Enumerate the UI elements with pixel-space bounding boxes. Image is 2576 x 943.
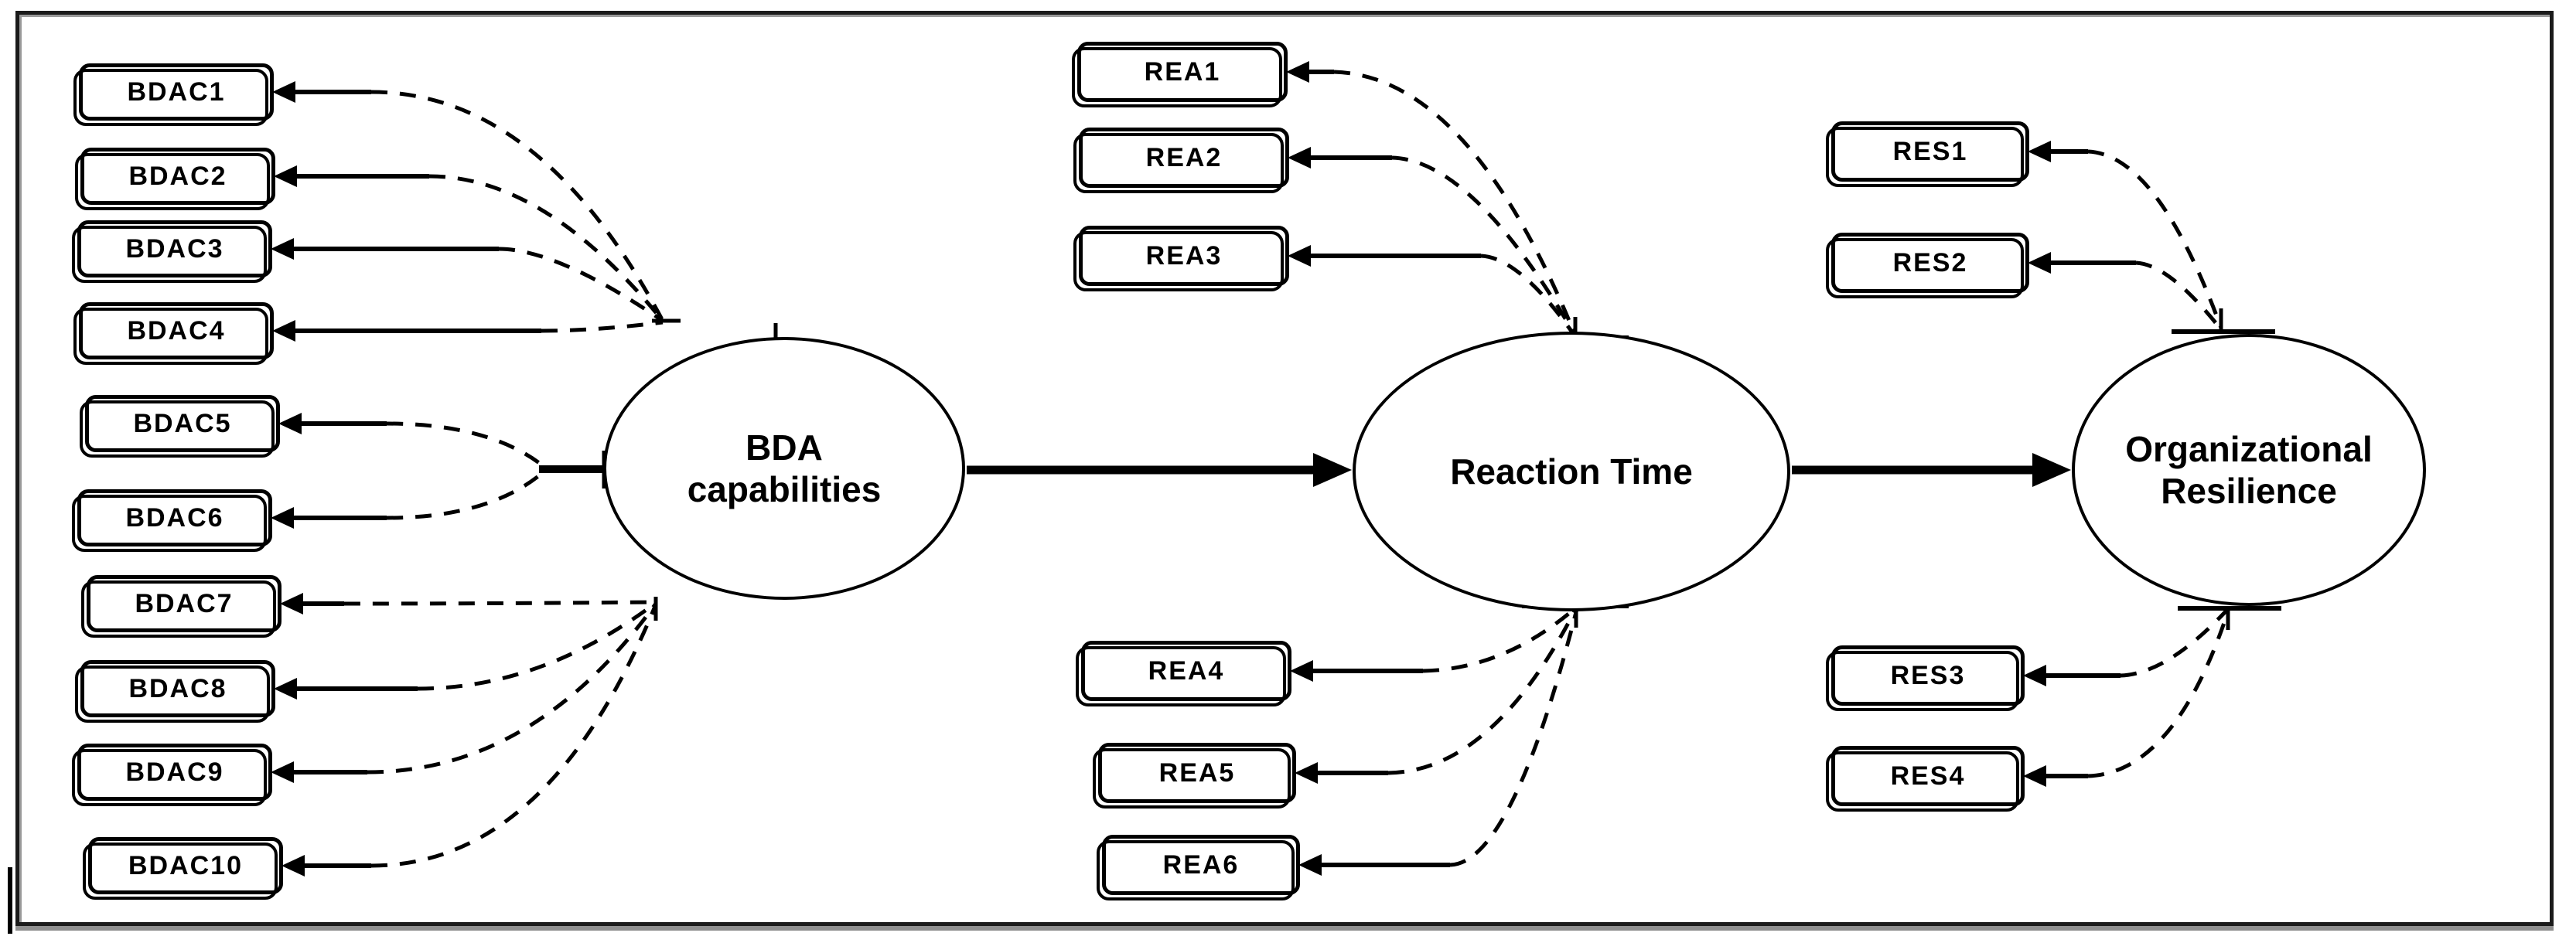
indicator-box-bdac1: BDAC1 [73, 63, 274, 126]
latent-ellipse-reaction-time: Reaction Time [1353, 332, 1790, 611]
indicator-box-res2: RES2 [1826, 233, 2029, 298]
indicator-box-rea3: REA3 [1073, 226, 1289, 291]
latent-ellipse-bda-capabilities: BDA capabilities [603, 337, 965, 600]
diagram-frame-border [15, 11, 2554, 926]
indicator-box-bdac3: BDAC3 [72, 220, 272, 283]
latent-label-line: BDA [746, 427, 823, 468]
stray-cursor-mark [8, 867, 12, 934]
indicator-box-bdac8: BDAC8 [75, 660, 275, 723]
indicator-box-bdac4: BDAC4 [73, 302, 274, 365]
latent-label-line: Resilience [2161, 471, 2337, 511]
indicator-box-res4: RES4 [1826, 746, 2025, 812]
path-bda-to-reaction-arrow [967, 453, 1352, 487]
indicator-box-rea5: REA5 [1093, 743, 1296, 809]
indicator-box-rea2: REA2 [1073, 128, 1289, 193]
res-loading-curves [2023, 141, 2281, 787]
path-reaction-to-resilience-arrow [1792, 453, 2071, 487]
indicator-box-bdac10: BDAC10 [83, 837, 283, 900]
latent-label-line: Organizational [2125, 428, 2373, 469]
indicator-box-bdac2: BDAC2 [75, 148, 275, 210]
indicator-box-bdac5: BDAC5 [80, 395, 280, 458]
indicator-box-bdac9: BDAC9 [72, 744, 272, 806]
indicator-box-bdac7: BDAC7 [81, 575, 281, 638]
indicator-box-bdac6: BDAC6 [72, 489, 272, 552]
indicator-box-res3: RES3 [1826, 645, 2025, 711]
indicator-box-res1: RES1 [1826, 121, 2029, 187]
indicator-box-rea4: REA4 [1076, 641, 1291, 706]
indicator-box-rea1: REA1 [1072, 42, 1288, 107]
latent-label-line: Reaction Time [1450, 451, 1693, 492]
bdac-loading-curves [271, 81, 778, 877]
indicator-box-rea6: REA6 [1097, 835, 1300, 900]
latent-label-line: capabilities [687, 469, 882, 509]
latent-ellipse-organizational-resilience: Organizational Resilience [2072, 334, 2426, 606]
